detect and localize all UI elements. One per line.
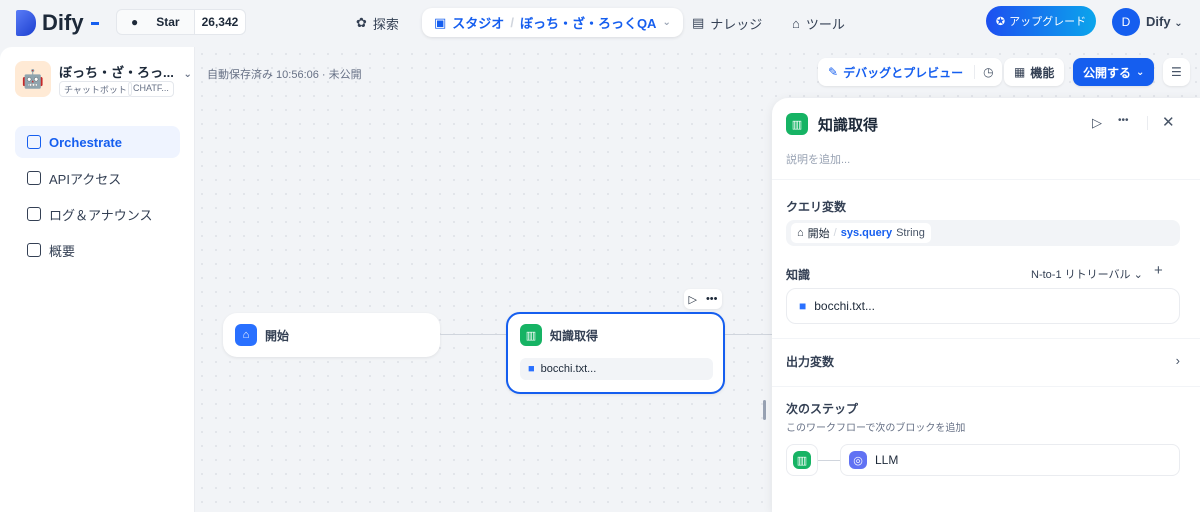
description-input[interactable]: 説明を追加...: [786, 154, 851, 166]
divider: [1147, 116, 1148, 130]
log-icon: [27, 207, 41, 221]
nav-knowledge[interactable]: ▤ナレッジ: [692, 15, 763, 32]
edge: [725, 334, 772, 335]
panel-title: 知識取得: [818, 116, 879, 134]
publish-button[interactable]: 公開する⌄: [1073, 58, 1155, 86]
folder-icon: ■: [528, 363, 535, 375]
panel-resize-handle[interactable]: [763, 400, 766, 420]
llm-icon: ◎: [849, 451, 867, 469]
more-icon[interactable]: •••: [1118, 115, 1129, 126]
autosave-status: 自動保存済み 10:56:06 · 未公開: [207, 69, 362, 81]
nav-studio[interactable]: ▣スタジオ/ぼっち・ざ・ろっくQA⌄: [422, 8, 683, 37]
query-label: クエリ変数: [786, 200, 847, 214]
chevron-down-icon: ⌄: [1133, 269, 1143, 281]
chevron-down-icon: ⌄: [1174, 18, 1183, 29]
book-icon: ▥: [793, 451, 811, 469]
debug-preview-button[interactable]: ✎デバッグとプレビュー◷: [818, 58, 1002, 86]
dify-logo[interactable]: Dify: [16, 10, 99, 36]
retrieval-mode-select[interactable]: N-to-1 リトリーバル ⌄: [1031, 269, 1143, 281]
sidebar-item-logs[interactable]: ログ＆アナウンス: [15, 198, 180, 230]
robot-icon: ▣: [434, 14, 447, 30]
close-icon[interactable]: ✕: [1162, 114, 1175, 131]
run-icon[interactable]: ▷: [1092, 115, 1102, 130]
add-knowledge-icon[interactable]: +: [1154, 262, 1163, 279]
star-count: 26,342: [193, 10, 246, 34]
next-step-description: このワークフローで次のブロックを追加: [786, 423, 966, 434]
sidebar-item-overview[interactable]: 概要: [15, 234, 180, 266]
book-icon: ▥: [786, 113, 808, 135]
app-type-tag: チャットボット: [59, 81, 132, 97]
chart-icon: [27, 243, 41, 257]
knowledge-label: 知識: [786, 268, 811, 282]
home-icon: ⌂: [797, 227, 804, 239]
folder-icon: ■: [799, 299, 807, 313]
knowledge-item[interactable]: ■bocchi.txt...: [786, 288, 1180, 324]
node-actions: ▷ •••: [684, 289, 722, 309]
divider: [772, 179, 1200, 180]
terminal-icon: [27, 171, 41, 185]
app-switcher[interactable]: ぼっち・ざ・ろっくQA: [519, 16, 657, 31]
app-mode-tag: CHATF...: [128, 81, 174, 97]
next-step-label: 次のステップ: [786, 402, 859, 416]
user-menu[interactable]: Dify ⌄: [1146, 14, 1183, 29]
nav-explore[interactable]: ✿探索: [356, 15, 399, 32]
checklist-button[interactable]: ☰: [1163, 58, 1190, 86]
explore-icon: ✿: [356, 15, 367, 30]
knowledge-node[interactable]: ▥知識取得 ■bocchi.txt...: [506, 312, 725, 394]
divider: [772, 386, 1200, 387]
nav-tools[interactable]: ⌂ツール: [792, 15, 845, 32]
divider: [772, 338, 1200, 339]
sparkle-icon: ✪: [995, 15, 1006, 28]
tools-icon: ⌂: [792, 15, 800, 31]
chevron-down-icon: ⌄: [662, 17, 671, 28]
edge: [818, 460, 840, 461]
knowledge-item: ■bocchi.txt...: [520, 358, 713, 380]
chat-icon: ✎: [828, 65, 839, 79]
play-icon[interactable]: ▷: [688, 293, 697, 306]
next-node-llm[interactable]: ◎LLM: [840, 444, 1180, 476]
checklist-icon: ☰: [1171, 65, 1182, 79]
home-icon: ⌂: [235, 324, 257, 346]
app-icon: 🤖: [15, 61, 51, 97]
sidebar-item-orchestrate[interactable]: Orchestrate: [15, 126, 180, 158]
node-settings-panel: ▥ 知識取得 ▷ ••• ✕ 説明を追加... クエリ変数 ⌂開始/sys.que…: [772, 98, 1200, 512]
features-button[interactable]: ▦機能: [1004, 58, 1065, 86]
more-icon[interactable]: •••: [705, 293, 718, 305]
book-icon: ▥: [520, 324, 542, 346]
book-icon: ▤: [692, 15, 705, 30]
output-variables-toggle[interactable]: 出力変数›: [786, 353, 1180, 369]
github-icon: ●: [131, 15, 139, 29]
history-icon[interactable]: ◷: [974, 65, 1001, 79]
current-node-block: ▥: [786, 444, 818, 476]
chevron-down-icon: ⌄: [183, 69, 192, 80]
app-name[interactable]: ぼっち・ざ・ろっ... ⌄: [59, 65, 192, 80]
chevron-right-icon: ›: [1175, 353, 1180, 368]
sidebar-item-api[interactable]: APIアクセス: [15, 162, 180, 194]
orchestrate-icon: [27, 135, 41, 149]
sidebar: 🤖 ぼっち・ざ・ろっ... ⌄ チャットボット CHATF... Orchest…: [0, 47, 195, 512]
start-node[interactable]: ⌂開始: [223, 313, 440, 357]
grid-icon: ▦: [1014, 65, 1026, 79]
chevron-down-icon: ⌄: [1136, 66, 1145, 78]
avatar[interactable]: D: [1112, 8, 1140, 36]
upgrade-button[interactable]: ✪アップグレード: [986, 6, 1096, 36]
edge: [440, 334, 506, 335]
